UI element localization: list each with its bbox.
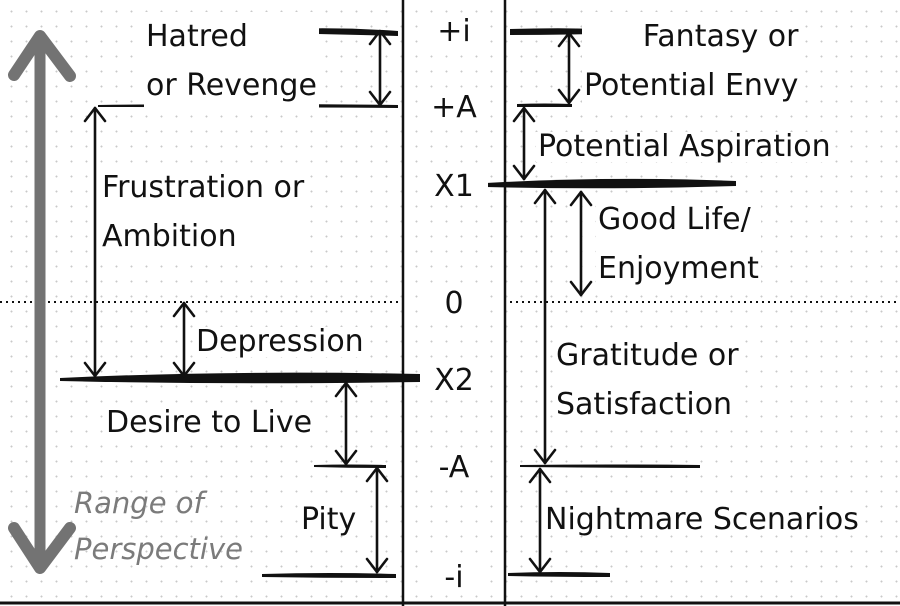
nightmare-arrow-top-head <box>528 467 552 484</box>
axis-label-x1: X1 <box>420 172 488 202</box>
gratitude-arrow <box>533 188 557 465</box>
desire-to-live-label: Desire to Live <box>104 405 315 440</box>
range-arrow-bottom-head <box>8 522 76 574</box>
depression-label: Depression <box>194 324 366 359</box>
level-line-minus-i-left <box>262 573 396 578</box>
range-arrow <box>8 30 76 574</box>
desire-arrow-top-head <box>334 381 358 398</box>
hatred-arrow <box>368 29 392 107</box>
good-life-arrow-top-head <box>569 190 593 207</box>
frustration-arrow <box>83 106 107 378</box>
fantasy-or-potential-envy-label: Fantasy or Potential Envy <box>582 12 801 110</box>
gratitude-arrow-bottom-head <box>533 448 557 465</box>
desire-arrow-bottom-head <box>334 449 358 466</box>
axis-label-zero: 0 <box>420 289 488 319</box>
frustration-arrow-top-head <box>83 106 107 123</box>
pity-arrow-bottom-head <box>365 557 389 574</box>
double-arrows <box>83 29 593 574</box>
good-life-arrow-bottom-head <box>569 280 593 297</box>
pity-arrow-top-head <box>365 466 389 483</box>
depression-arrow-bottom-head <box>172 361 196 378</box>
hatred-or-revenge-label: Hatred or Revenge <box>144 12 319 110</box>
fantasy-arrow <box>557 31 581 105</box>
depression-arrow-top-head <box>172 301 196 318</box>
nightmare-arrow <box>528 467 552 574</box>
range-of-perspective-label: Range of Perspective <box>74 486 243 566</box>
nightmare-scenarios-label: Nightmare Scenarios <box>543 502 861 537</box>
fantasy-arrow-top-head <box>557 31 581 48</box>
frustration-or-ambition-label: Frustration or Ambition <box>100 163 307 261</box>
axis-label-plus-a: +A <box>420 93 488 123</box>
gratitude-or-satisfaction-label: Gratitude or Satisfaction <box>554 331 741 429</box>
pity-arrow <box>365 466 389 574</box>
aspiration-arrow-top-head <box>512 106 536 123</box>
axis-label-minus-a: -A <box>420 453 488 483</box>
level-line-x1-right <box>486 178 736 189</box>
good-life-enjoyment-label: Good Life/ Enjoyment <box>596 195 761 293</box>
level-line-x2-left <box>60 372 422 384</box>
depression-arrow <box>172 301 196 378</box>
nightmare-arrow-bottom-head <box>528 557 552 574</box>
gratitude-arrow-top-head <box>533 188 557 205</box>
level-line-minus-i-right <box>508 572 610 577</box>
pity-label: Pity <box>299 502 359 537</box>
level-line-minus-a-right <box>520 464 700 468</box>
level-line-plus-a-right <box>517 103 572 107</box>
axis-label-x2: X2 <box>420 366 488 396</box>
desire-arrow <box>334 381 358 466</box>
hatred-arrow-bottom-head <box>368 90 392 107</box>
frustration-arrow-bottom-head <box>83 361 107 378</box>
axis-label-plus-i: +i <box>420 17 488 47</box>
potential-aspiration-label: Potential Aspiration <box>536 129 833 164</box>
range-arrow-top-head <box>8 30 76 82</box>
aspiration-arrow <box>512 106 536 181</box>
axis-label-minus-i: -i <box>420 563 488 593</box>
level-line-minus-a-left <box>314 464 386 468</box>
hatred-arrow-top-head <box>368 29 392 46</box>
fantasy-arrow-bottom-head <box>557 88 581 105</box>
good-life-arrow <box>569 190 593 297</box>
aspiration-arrow-bottom-head <box>512 164 536 181</box>
